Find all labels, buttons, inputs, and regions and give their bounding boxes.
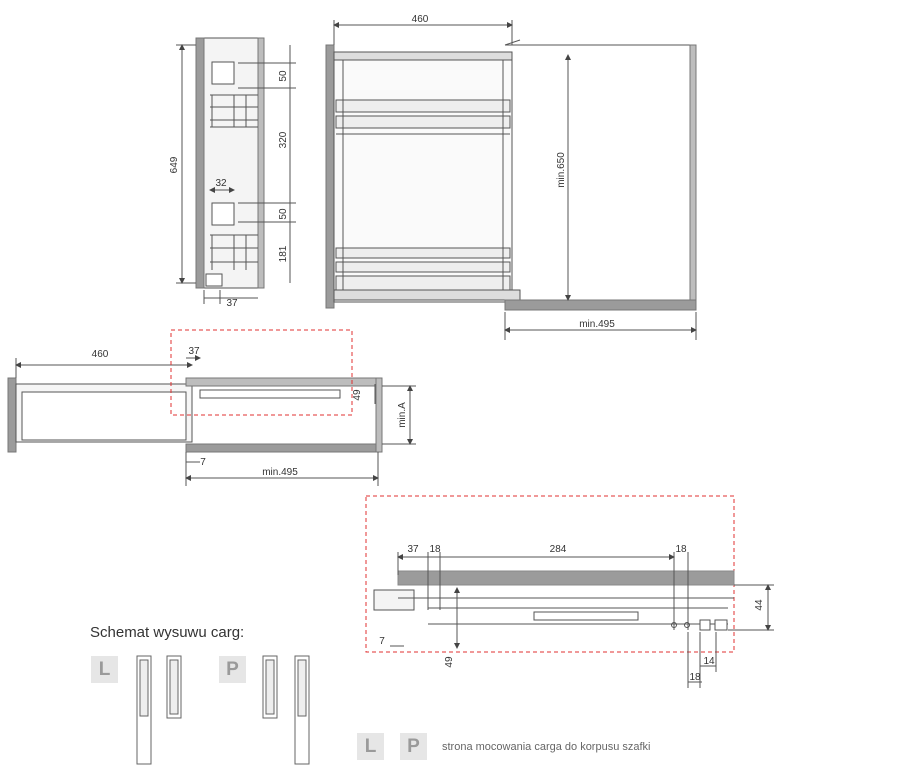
dim-7-top: 7 [200,457,206,468]
dim-7-detail: 7 [379,636,385,647]
dim-min-495-top: min.495 [262,467,298,478]
dim-min-650: min.650 [556,152,567,188]
dim-320: 320 [278,131,289,148]
dim-18-detail-c: 18 [689,672,701,683]
schema-badge-l: L [91,656,118,683]
dim-18-detail-b: 18 [675,544,687,555]
side-view [176,37,296,304]
dim-min-495-front: min.495 [579,319,615,330]
dim-32: 32 [215,178,227,189]
dim-49-top: 49 [352,389,363,401]
dim-14: 14 [703,656,715,667]
dim-649: 649 [169,156,180,173]
dim-37-detail: 37 [407,544,419,555]
dim-460-top: 460 [92,349,109,360]
detail-box [365,495,735,653]
legend-text: strona mocowania carga do korpusu szafki [442,741,651,753]
dim-50-top: 50 [278,70,289,82]
dim-460-front: 460 [412,14,429,25]
schema-right-icon [262,655,310,765]
legend-badge-l: L [357,733,384,760]
dim-44: 44 [754,599,765,611]
dim-37-top: 37 [188,346,200,357]
detail-marker-box [170,329,353,416]
schema-title: Schemat wysuwu carg: [90,624,245,641]
dim-49-detail: 49 [444,656,455,668]
schema-left-icon [136,655,182,765]
dim-min-a: min.A [397,402,408,428]
schema-badge-p: P [219,656,246,683]
legend-badge-p: P [400,733,427,760]
dim-18-detail-a: 18 [429,544,441,555]
dim-181: 181 [278,245,289,262]
dim-37-side: 37 [226,298,238,309]
dim-284: 284 [550,544,567,555]
dim-50-mid: 50 [278,208,289,220]
front-view [325,20,697,340]
detail-view [373,552,774,688]
top-view [7,355,416,486]
